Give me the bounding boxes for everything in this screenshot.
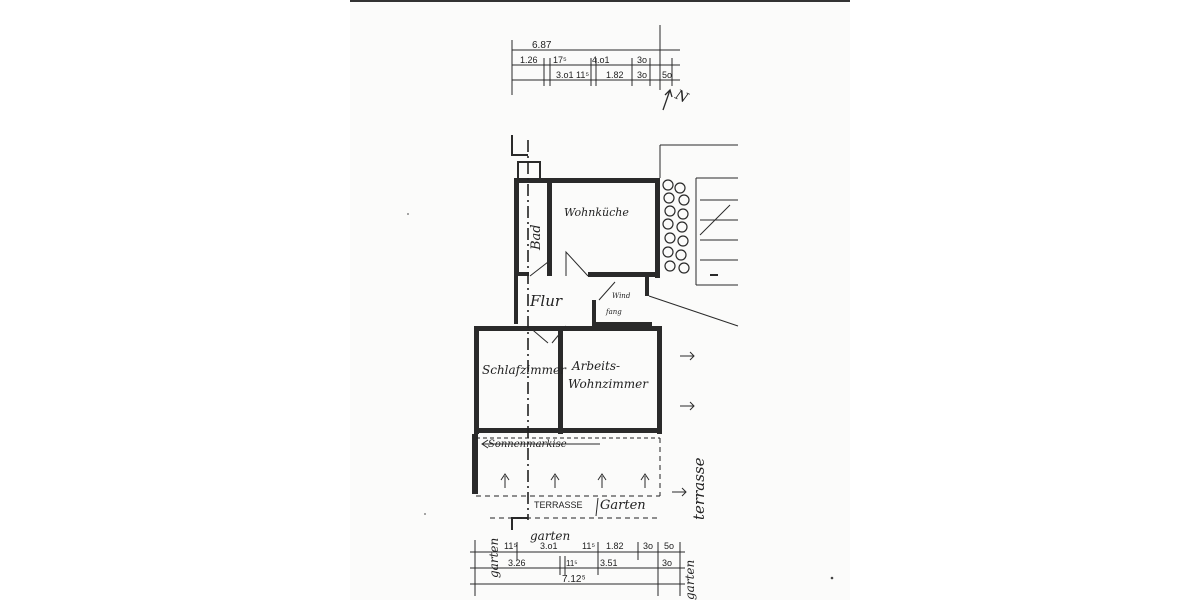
north-label: N	[672, 87, 691, 107]
gravel-bed	[662, 179, 690, 274]
top-dim-r1-1: 1.26	[520, 55, 538, 65]
room-label-study-2: Wohnzimmer	[568, 377, 649, 391]
north-arrow-icon: N	[662, 87, 691, 111]
bottom-dim-r2-2: 11⁵	[566, 559, 578, 568]
top-dim-r2-5: 5o	[662, 70, 672, 80]
garden-label-bottom: garten	[530, 529, 570, 543]
bottom-dimension-chain: 11⁵ 3.o1 11⁵ 1.82 3o 5o 3.26 11⁵ 3.51 3o…	[470, 540, 685, 596]
top-dim-overall: 6.87	[532, 40, 552, 51]
terrace-area: TERRASSE Garten	[476, 438, 661, 519]
bottom-dim-r1-3: 11⁵	[582, 541, 595, 551]
room-label-windbreak-2: fang	[605, 308, 622, 316]
building-walls	[472, 161, 662, 494]
awning: Sonnenmarkise	[476, 437, 660, 450]
room-label-windbreak-1: Wind	[612, 292, 631, 300]
entrance-stairs	[648, 144, 739, 327]
top-dim-r2-4: 3o	[637, 70, 647, 80]
bottom-dim-r1-5: 3o	[643, 541, 653, 551]
bottom-dim-r2-1: 3.26	[508, 558, 526, 568]
sheet-top-edge	[350, 0, 850, 2]
bottom-dim-r1-6: 5o	[664, 541, 674, 551]
top-dim-r2-1: 3.o1	[556, 70, 574, 80]
room-label-bath: Bad	[529, 224, 544, 251]
top-dim-r1-3: 4.o1	[592, 55, 610, 65]
room-label-study-1: Arbeits-	[571, 359, 620, 373]
bottom-dim-r1-4: 1.82	[606, 541, 624, 551]
bottom-dim-r1-2: 3.o1	[540, 541, 558, 551]
terrace-side-label: terrasse	[690, 457, 708, 520]
room-label-kitchen: Wohnküche	[564, 206, 629, 219]
garden-label-terrace: Garten	[600, 498, 646, 513]
bottom-dim-r2-3: 3.51	[600, 558, 618, 568]
garden-label-left: garten	[487, 538, 501, 578]
bottom-dim-r2-4: 3o	[662, 558, 672, 568]
garden-label-right: garten	[683, 560, 697, 600]
top-dim-r2-2: 11⁵	[576, 70, 589, 80]
side-arrows	[672, 351, 695, 497]
pencil-mark	[407, 213, 409, 215]
top-dim-r1-2: 17⁵	[553, 55, 567, 65]
room-label-bedroom: Schlafzimmer	[482, 363, 567, 377]
top-dim-r2-3: 1.82	[606, 70, 624, 80]
floor-plan-sheet	[350, 0, 850, 600]
door-swings	[527, 250, 616, 344]
top-dimension-chain: 6.87 1.26 17⁵ 4.o1 3o 3.o1 11⁵ 1.82 3o 5…	[511, 25, 680, 95]
room-label-hall: Flur	[529, 292, 563, 310]
bottom-dim-r1-1: 11⁵	[504, 541, 517, 551]
top-dim-r1-4: 3o	[637, 55, 647, 65]
pencil-mark	[830, 576, 834, 580]
terrace-label: TERRASSE	[534, 500, 583, 510]
awning-label: Sonnenmarkise	[488, 439, 567, 450]
bottom-dim-overall: 7.12⁵	[562, 574, 586, 585]
pencil-mark	[424, 513, 426, 515]
